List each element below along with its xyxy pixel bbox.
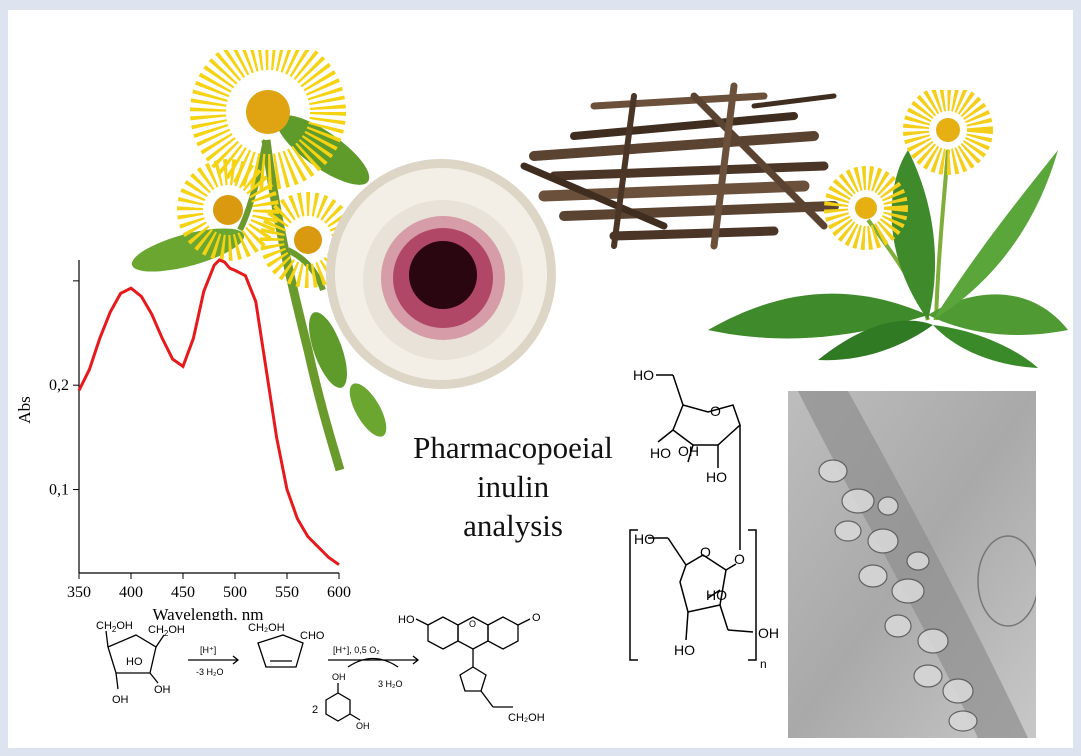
y-ticks: 0,1 0,2 [49,280,79,499]
resorcinol-coefficient: 2 [312,704,318,716]
inulin-ho-1: HO [633,367,654,383]
product-ch2oh-label: CH₂OH [508,712,545,724]
inulin-ring-o-1: O [710,403,721,419]
water-released-label: 3 H₂O [378,679,403,689]
water-removed-label: -3 H₂O [196,667,224,677]
inulin-link-o: O [734,551,745,567]
fructose-oh-label-1: OH [154,684,171,696]
x-tick-label: 400 [119,584,143,601]
inulin-ho-3: HO [706,469,727,485]
product-oxo-label: O [532,612,541,624]
inulin-ring-o-2: O [700,544,711,560]
title-line-2: inulin [476,469,550,504]
microscopy-image [788,391,1036,738]
flower-head-middle [177,159,279,261]
inulin-ho-6: HO [674,642,695,658]
x-tick-label: 600 [327,584,351,601]
x-ticks: 350 400 450 500 550 600 [67,573,351,601]
flower-head-top [190,50,346,190]
product-ho-label: HO [398,614,415,626]
fructose-ho-label: HO [126,656,143,668]
title-line-1: Pharmacopoeial [413,430,613,465]
fructose-oh-label-2: OH [112,694,129,706]
product-ring-o-label: O [469,619,476,629]
y-axis-label: Abs [15,396,34,423]
x-tick-label: 450 [171,584,195,601]
inulin-ho-2: HO [650,445,671,461]
dried-roots-illustration [520,82,839,250]
x-tick-label: 550 [275,584,299,601]
hmf-cho-label: CHO [300,630,325,642]
mortar-with-reaction-solution [326,159,556,389]
inulin-oh-2: OH [758,625,779,641]
inulin-ho-4: HO [634,531,655,547]
hmf-ch2oh-label: CH₂OH [248,622,285,634]
inulin-repeat-n: n [760,657,767,670]
y-tick-label: 0,1 [49,482,69,499]
inulin-structural-formula: HO O OH HO HO O HO O HO OH HO n [629,367,779,670]
fructose-ch2oh-right-label: CH2OH [148,624,185,638]
resorcinol-oh-1: OH [332,672,346,682]
x-tick-label: 350 [67,584,91,601]
dandelion-plant-illustration [708,90,1068,368]
inulin-ho-5: HO [706,587,727,603]
elecampane-flower-illustration [131,50,387,472]
absorbance-curve [77,258,340,566]
title-line-3: analysis [463,508,563,543]
x-tick-label: 500 [223,584,247,601]
catalyst-label-1: [H⁺] [200,645,216,655]
x-axis-label: Wavelength, nm [153,605,264,620]
catalyst-label-2: [H⁺], 0,5 O₂ [333,645,380,655]
graphical-abstract-title: Pharmacopoeial inulin analysis [388,428,638,545]
uv-vis-spectrum-chart: 350 400 450 500 550 600 0,1 0,2 Wavelength, nm… [15,258,351,620]
seliwanoff-reaction-scheme: CH2OH CH2OH HO OH OH [H⁺] -3 H₂O CH₂OH C… [96,612,545,731]
resorcinol-oh-2: OH [356,721,370,731]
y-tick-label: 0,2 [49,377,69,394]
graphical-abstract-panel: 350 400 450 500 550 600 0,1 0,2 Wavelength, nm… [8,10,1073,748]
inulin-oh-1: OH [678,443,699,459]
fructose-ch2oh-label: CH2OH [96,620,133,634]
